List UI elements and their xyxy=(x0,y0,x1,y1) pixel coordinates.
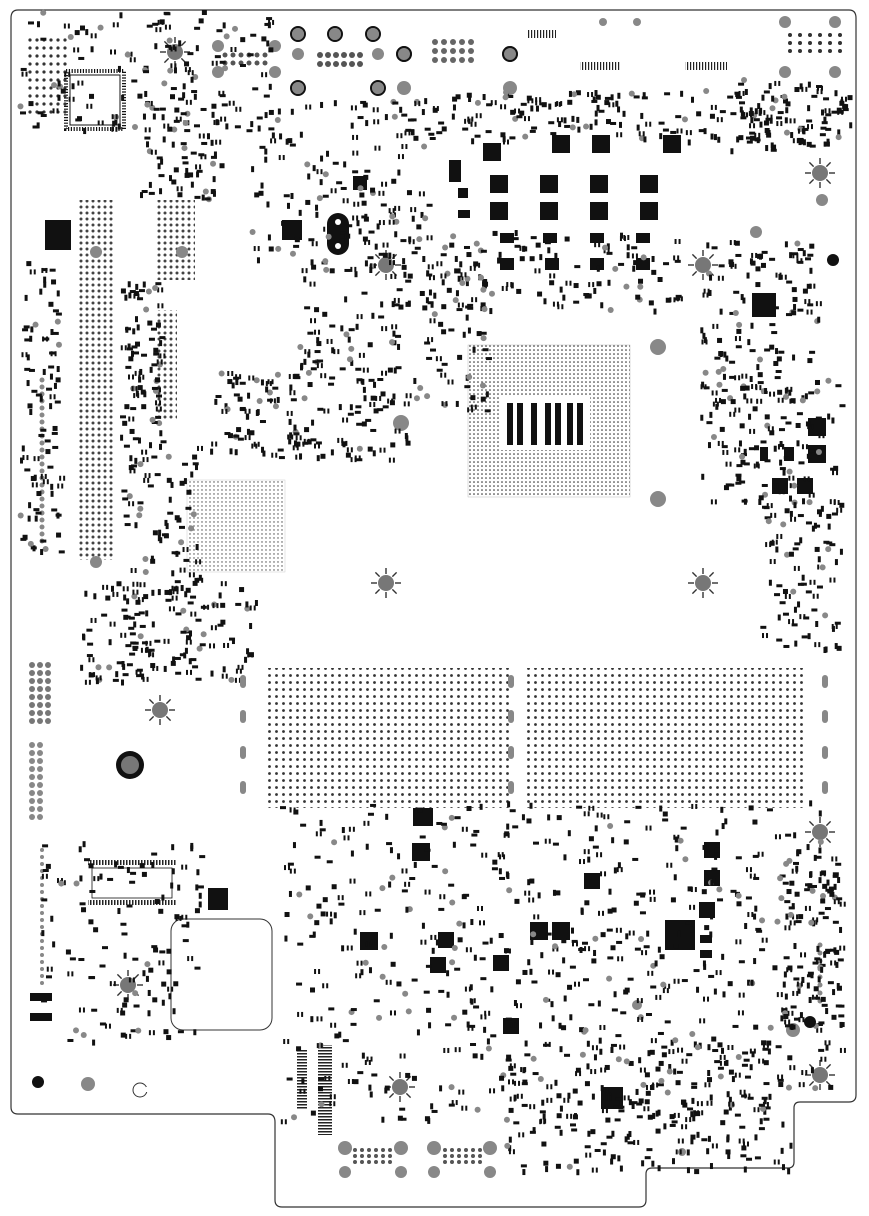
pad xyxy=(428,1166,440,1178)
pad xyxy=(650,491,666,507)
connector-vga xyxy=(317,52,363,67)
mounting-hole xyxy=(145,695,175,725)
mounting-hole xyxy=(688,250,718,280)
pad xyxy=(750,226,762,238)
connector-db9 xyxy=(432,39,474,63)
pads xyxy=(28,16,842,1178)
pad xyxy=(90,246,102,258)
header-left-1 xyxy=(29,662,51,724)
fiducial-gray xyxy=(81,1077,95,1091)
pad xyxy=(484,1166,496,1178)
mounting-holes xyxy=(113,37,835,1102)
cpu-socket xyxy=(467,344,631,498)
header-top-left xyxy=(28,38,67,114)
header-top-right xyxy=(788,33,842,53)
connector-bottom-2 xyxy=(443,1148,482,1164)
barcodes xyxy=(528,30,727,70)
chip-right-qfn xyxy=(752,293,776,317)
jumpers-left xyxy=(30,993,52,1021)
pad xyxy=(372,82,384,94)
small-components xyxy=(17,9,853,1176)
crystal xyxy=(327,213,349,255)
pad xyxy=(212,40,224,52)
pad xyxy=(427,1141,441,1155)
vrm-mosfets xyxy=(449,135,681,270)
pad xyxy=(269,66,281,78)
header-left-3 xyxy=(39,377,45,544)
pad xyxy=(395,1166,407,1178)
hole-open xyxy=(132,1082,150,1098)
mounting-hole xyxy=(113,970,143,1000)
header-left-2 xyxy=(29,742,43,820)
pad xyxy=(483,1141,497,1155)
fiducial-black xyxy=(32,1076,44,1088)
pad xyxy=(397,81,411,95)
pad xyxy=(292,48,304,60)
pad xyxy=(176,246,188,258)
pad xyxy=(90,556,102,568)
header-left-lower xyxy=(40,848,44,985)
pad xyxy=(338,1141,352,1155)
pad xyxy=(599,18,607,26)
pad xyxy=(339,1166,351,1178)
mounting-hole xyxy=(688,568,718,598)
pad xyxy=(396,46,412,62)
pad xyxy=(678,1148,686,1156)
mounting-hole xyxy=(805,1060,835,1090)
pad xyxy=(367,28,379,40)
mounting-hole xyxy=(805,158,835,188)
pad xyxy=(779,16,791,28)
vrm-right xyxy=(760,418,826,494)
pad xyxy=(650,339,666,355)
bga-chip xyxy=(186,479,286,573)
mounting-hole xyxy=(385,1072,415,1102)
chip-left-large xyxy=(45,220,71,250)
pad xyxy=(372,48,384,60)
pad xyxy=(632,1000,642,1010)
pad xyxy=(292,28,304,40)
chip-lower-left-block xyxy=(208,888,228,910)
mounting-hole xyxy=(371,568,401,598)
connector-left-column-2 xyxy=(155,200,195,280)
connector-left-column xyxy=(78,200,114,560)
pad xyxy=(502,46,518,62)
chips xyxy=(45,69,776,1109)
pad xyxy=(212,66,224,78)
pad xyxy=(816,194,828,206)
pad xyxy=(393,415,409,431)
chip-upper-mid xyxy=(282,220,302,240)
pad xyxy=(779,66,791,78)
chip-mid-qfn xyxy=(360,932,378,950)
memory-field-left xyxy=(265,668,510,808)
dimm-latches xyxy=(240,675,828,794)
pad xyxy=(292,82,304,94)
slot-bottom xyxy=(318,1045,332,1135)
keepout-area xyxy=(170,918,273,1031)
board-outline xyxy=(10,9,857,1208)
pad xyxy=(329,28,341,40)
connector-top-left xyxy=(222,52,268,66)
pad xyxy=(829,16,841,28)
connector-bottom-1 xyxy=(353,1148,392,1164)
pad xyxy=(394,1141,408,1155)
pad xyxy=(633,18,641,26)
pad xyxy=(829,66,841,78)
memory-field-right xyxy=(527,668,805,808)
